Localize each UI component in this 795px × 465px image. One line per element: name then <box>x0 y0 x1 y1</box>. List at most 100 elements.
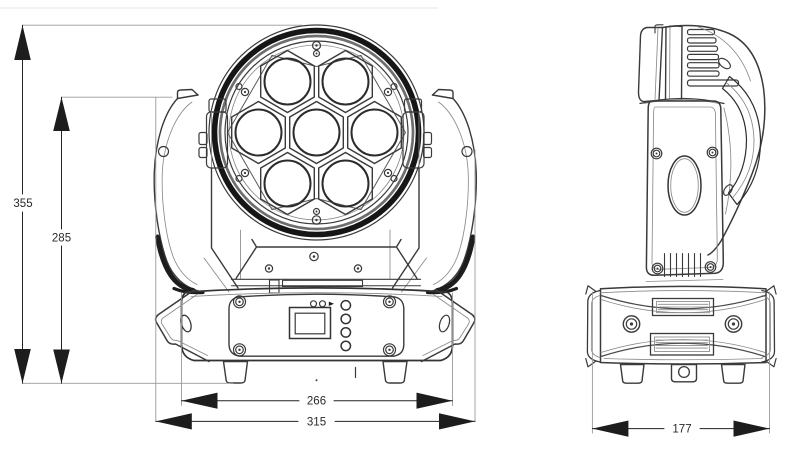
base-corner-screws <box>232 295 397 357</box>
head-side <box>637 24 766 256</box>
lens-cell-hex <box>347 100 402 165</box>
head-rim-mid <box>218 34 415 231</box>
side-view <box>585 24 777 384</box>
menu-button[interactable] <box>340 313 352 325</box>
ribbed-heatsink-band <box>721 75 762 206</box>
dimension-arrow-up <box>53 97 70 131</box>
base-styling-curves <box>600 294 766 358</box>
arm-lower-edge <box>210 167 239 289</box>
center-tab <box>670 363 698 383</box>
display-screen <box>294 312 326 335</box>
shell-slot <box>718 57 731 70</box>
base-outline <box>180 287 454 362</box>
dimension-arrow-up <box>14 25 31 60</box>
menu-button[interactable] <box>340 340 352 352</box>
lens-cell-hex <box>318 49 373 114</box>
display-bezel <box>288 306 332 340</box>
dimension-arrow-left <box>181 392 218 409</box>
head-shell-outline <box>661 24 766 256</box>
bezel-step <box>654 24 664 34</box>
foot <box>619 363 645 384</box>
axle-nub <box>198 146 208 159</box>
wing-outline <box>420 289 476 363</box>
dimension-label-yoke-height: 285 <box>52 233 71 245</box>
indicator-arrow-icon <box>328 301 334 306</box>
menu-button[interactable] <box>340 326 352 338</box>
dimension-arrow-down <box>14 349 31 384</box>
wing-outline <box>154 289 210 363</box>
dimension-arrow-right <box>439 413 475 430</box>
faceplate-screws <box>235 40 398 225</box>
extension-lines <box>22 24 770 434</box>
head-rim-inner <box>224 40 409 225</box>
arm-oval-cutout <box>667 155 702 216</box>
center-tab-hole <box>677 365 691 379</box>
vent-grille-top <box>651 297 715 317</box>
arm-inner-line <box>161 101 198 285</box>
dimension-arrow-right <box>733 420 770 437</box>
arm-vent-slots <box>663 252 702 278</box>
end-cap-right <box>761 285 777 368</box>
dimension-arrow-right <box>416 392 453 409</box>
dimension-arrow-down <box>53 349 70 384</box>
lens <box>263 57 312 106</box>
shell-slot <box>722 184 734 196</box>
yoke-arm-right <box>389 88 478 295</box>
arm-hole <box>157 145 170 158</box>
menu-button[interactable] <box>340 299 352 311</box>
lens-cell-hex <box>318 151 373 216</box>
lens-bezel-side <box>637 26 664 103</box>
head-barrel-side <box>664 25 683 100</box>
foot <box>382 360 408 384</box>
base-side-screws <box>622 315 743 333</box>
heat-sink-fins <box>686 28 740 87</box>
lens-plate-outline <box>227 54 406 211</box>
arm-outer-edge <box>431 94 478 292</box>
front-view <box>153 24 478 384</box>
lens-cell-hex <box>289 100 344 165</box>
indicator-led <box>318 300 327 308</box>
shaft-cover <box>281 279 364 288</box>
arm-top-notch <box>176 88 199 100</box>
lens <box>321 57 370 106</box>
yoke-arm-side <box>645 100 725 282</box>
bracket-plate <box>235 238 418 280</box>
head-faceplate-circle <box>228 44 405 221</box>
lens <box>292 108 341 157</box>
bracket-screws <box>264 251 363 273</box>
lens <box>263 159 312 208</box>
base-body <box>599 285 767 365</box>
base-side <box>585 285 777 384</box>
head-front <box>208 24 425 241</box>
arm-outer-edge <box>153 94 200 292</box>
dimension-arrow-left <box>592 420 629 437</box>
lens <box>234 108 283 157</box>
head-rim-outer <box>208 24 425 241</box>
dimension-label-depth: 177 <box>672 424 691 436</box>
head-rim-band <box>211 27 422 238</box>
dimension-label-base-width: 266 <box>307 396 326 408</box>
dimension-355: 355 <box>13 24 33 384</box>
dimension-177: 177 <box>591 420 770 437</box>
base-panel <box>228 293 405 357</box>
dimension-285: 285 <box>52 96 71 384</box>
base-wing-right <box>420 289 476 363</box>
indicator-led <box>309 300 318 308</box>
foot <box>720 363 746 384</box>
dimension-315: 315 <box>155 413 476 430</box>
axle-nub <box>198 131 208 146</box>
dimension-label-overall-height: 355 <box>13 198 32 210</box>
lens <box>350 108 399 157</box>
shaft-tab <box>268 279 280 294</box>
foot <box>222 360 249 384</box>
dimension-label-overall-width: 315 <box>307 416 326 428</box>
wing-slot <box>438 314 451 333</box>
vent-grille-mid <box>649 332 715 356</box>
lens-cell-hex <box>231 100 286 165</box>
lens <box>321 159 370 208</box>
base-front <box>154 287 476 384</box>
yoke-arm-left <box>153 88 241 295</box>
dimension-arrow-left <box>155 413 192 430</box>
arm-screws <box>650 146 719 275</box>
